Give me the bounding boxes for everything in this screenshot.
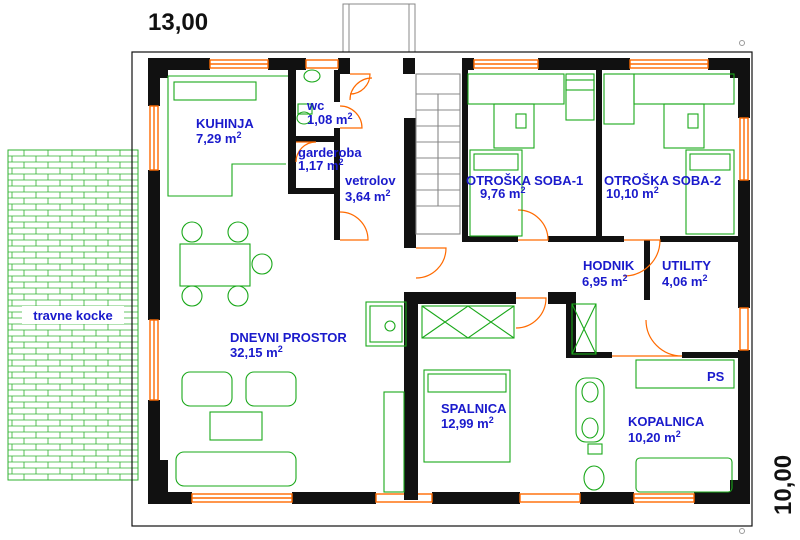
label-ps: PS [707, 369, 725, 384]
furniture [167, 69, 735, 493]
area-hodnik: 6,95 m2 [582, 273, 628, 289]
interior-walls [288, 70, 738, 500]
label-garderoba: garderoba [298, 145, 362, 160]
area-dnevni-prostor: 32,15 m2 [230, 344, 283, 360]
room-labels: KUHINJA 7,29 m2 wc 1,08 m2 garderoba 1,1… [196, 98, 725, 445]
label-spalnica: SPALNICA [441, 401, 507, 416]
area-utility: 4,06 m2 [662, 273, 708, 289]
area-garderoba: 1,17 m2 [298, 157, 344, 173]
area-vetrolov: 3,64 m2 [345, 188, 391, 204]
area-wc: 1,08 m2 [307, 111, 353, 127]
label-soba1: OTROŠKA SOBA-1 [466, 173, 583, 188]
label-vetrolov: vetrolov [345, 173, 396, 188]
label-wc: wc [306, 98, 324, 113]
label-kuhinja: KUHINJA [196, 116, 254, 131]
exterior-walls [148, 58, 750, 504]
label-hodnik: HODNIK [583, 258, 635, 273]
label-utility: UTILITY [662, 258, 711, 273]
area-kopalnica: 10,20 m2 [628, 429, 681, 445]
label-soba2: OTROŠKA SOBA-2 [604, 173, 721, 188]
grass-label: travne kocke [33, 308, 113, 323]
label-kopalnica: KOPALNICA [628, 414, 705, 429]
entrance-porch [342, 3, 416, 53]
height-dimension: 10,00 [770, 455, 797, 515]
windows [149, 59, 749, 503]
area-spalnica: 12,99 m2 [441, 415, 494, 431]
area-soba1: 9,76 m2 [480, 185, 526, 201]
area-soba2: 10,10 m2 [606, 185, 659, 201]
doors [295, 73, 683, 357]
width-dimension: 13,00 [148, 9, 208, 36]
label-dnevni-prostor: DNEVNI PROSTOR [230, 330, 347, 345]
area-kuhinja: 7,29 m2 [196, 130, 242, 146]
